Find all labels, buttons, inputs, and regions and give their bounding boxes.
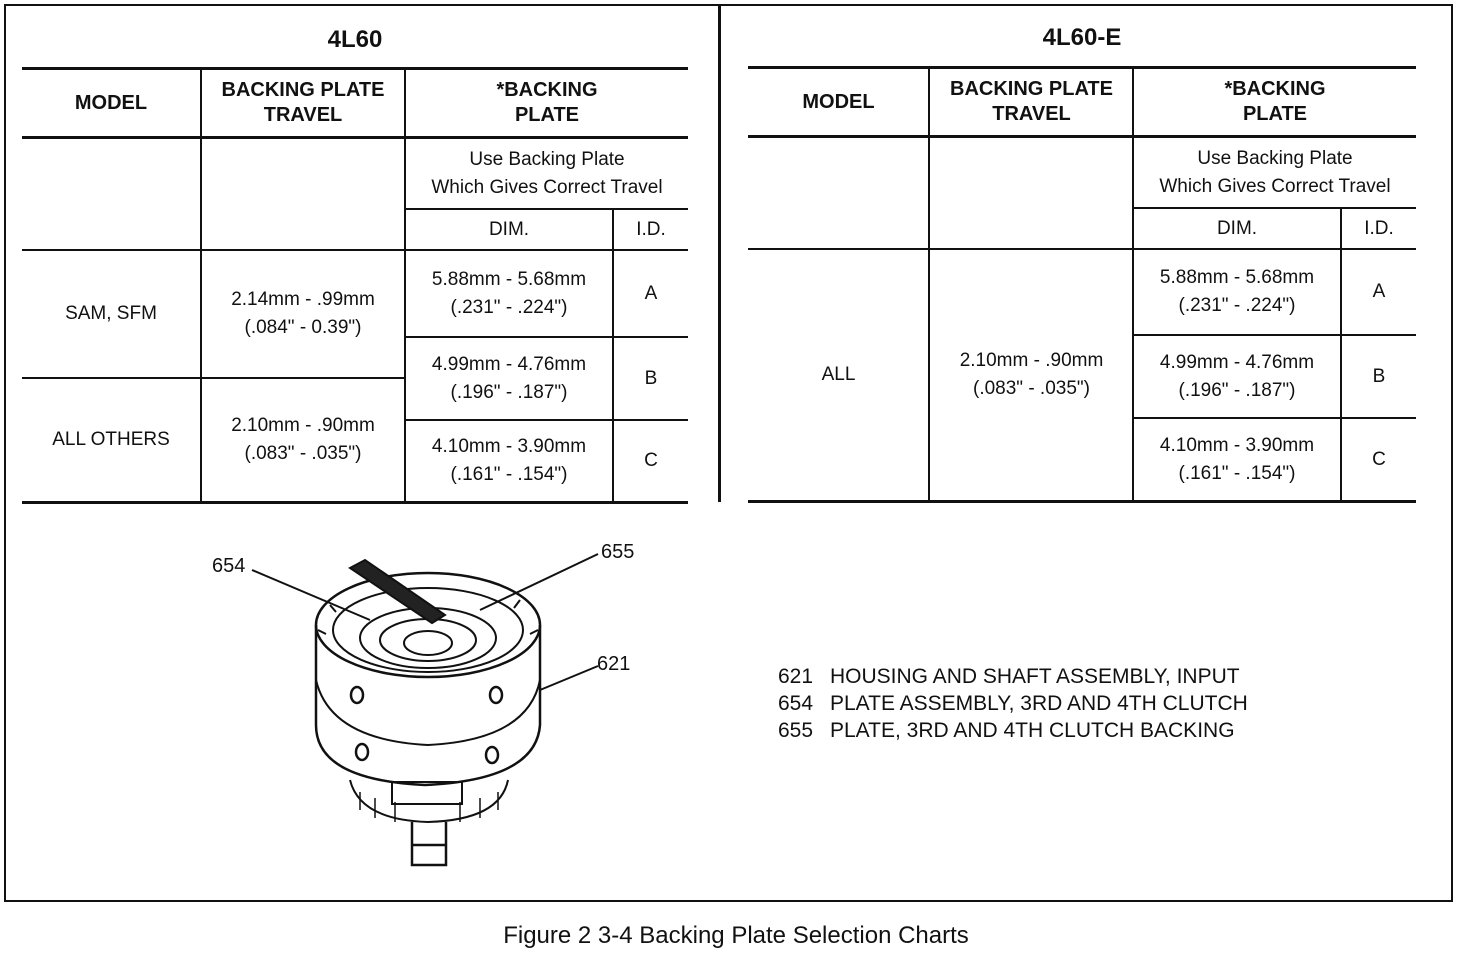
plate-id: C	[1372, 448, 1386, 470]
row-model: SAM, SFM	[65, 303, 157, 324]
plate-dim: 4.99mm - 4.76mm (.196" - .187")	[1159, 351, 1315, 401]
plate-id: B	[1372, 365, 1386, 387]
header-travel: BACKING PLATE TRAVEL	[221, 79, 385, 126]
row-model: ALL	[821, 364, 856, 385]
plate-id: A	[644, 282, 658, 304]
callout-655: 655	[601, 541, 635, 563]
header-model: MODEL	[802, 90, 875, 113]
legend-item: 655 PLATE, 3RD AND 4TH CLUTCH BACKING	[778, 717, 1248, 744]
table-title: 4L60	[327, 26, 383, 53]
plate-id: C	[644, 450, 658, 471]
input-housing-illustration	[251, 553, 599, 867]
table-divider	[718, 6, 721, 502]
row-model: ALL OTHERS	[52, 429, 170, 450]
plate-dim: 4.10mm - 3.90mm (.161" - .154")	[1159, 434, 1315, 484]
parts-legend: 621 HOUSING AND SHAFT ASSEMBLY, INPUT 65…	[778, 663, 1248, 744]
table-title: 4L60-E	[1042, 24, 1122, 51]
legend-text: PLATE ASSEMBLY, 3RD AND 4TH CLUTCH	[830, 692, 1248, 715]
header-plate: *BACKING PLATE	[1224, 78, 1326, 125]
callout-654: 654	[212, 555, 246, 577]
legend-item: 654 PLATE ASSEMBLY, 3RD AND 4TH CLUTCH	[778, 690, 1248, 717]
legend-item: 621 HOUSING AND SHAFT ASSEMBLY, INPUT	[778, 663, 1248, 690]
callout-621: 621	[597, 653, 631, 675]
plate-dim: 4.10mm - 3.90mm (.161" - .154")	[431, 436, 587, 485]
legend-text: HOUSING AND SHAFT ASSEMBLY, INPUT	[830, 665, 1240, 688]
plate-dim: 5.88mm - 5.68mm (.231" - .224")	[1159, 267, 1315, 316]
legend-number: 655	[778, 719, 814, 742]
row-travel: 2.10mm - .90mm (.083" - .035")	[231, 415, 375, 464]
legend-text: PLATE, 3RD AND 4TH CLUTCH BACKING	[830, 719, 1235, 742]
legend-number: 621	[778, 665, 814, 688]
plate-id: A	[1372, 281, 1386, 302]
plate-dim: 5.88mm - 5.68mm (.231" - .224")	[431, 268, 587, 318]
subheader-dim: DIM.	[488, 218, 530, 240]
row-travel: 2.14mm - .99mm (.084" - 0.39")	[231, 289, 375, 338]
plate-note: Use Backing Plate Which Gives Correct Tr…	[431, 149, 663, 198]
header-plate: *BACKING PLATE	[496, 79, 598, 126]
subheader-id: I.D.	[1364, 217, 1394, 239]
header-model: MODEL	[74, 91, 148, 114]
header-travel: BACKING PLATE TRAVEL	[950, 78, 1113, 125]
subheader-id: I.D.	[636, 218, 666, 240]
figure-frame	[4, 4, 1453, 902]
plate-note: Use Backing Plate Which Gives Correct Tr…	[1159, 148, 1391, 197]
plate-id: B	[644, 367, 658, 389]
plate-dim: 4.99mm - 4.76mm (.196" - .187")	[431, 353, 587, 403]
row-travel: 2.10mm - .90mm (.083" - .035")	[959, 350, 1104, 399]
legend-number: 654	[778, 692, 814, 715]
figure-caption: Figure 2 3-4 Backing Plate Selection Cha…	[503, 922, 969, 949]
subheader-dim: DIM.	[1216, 217, 1258, 239]
